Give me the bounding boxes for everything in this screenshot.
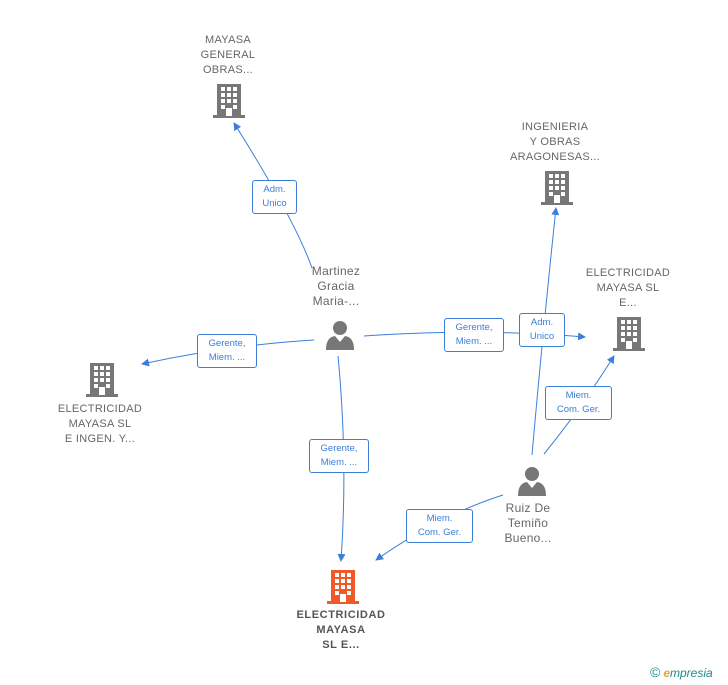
edge-label-martinez-elec-main[interactable]: Gerente, Miem. ...	[309, 439, 369, 473]
label-line: Temiño	[507, 516, 549, 530]
edge-label-line: Adm.	[263, 184, 286, 195]
edge-label-ruiz-elec-right[interactable]: Miem. Com. Ger.	[545, 386, 612, 420]
copyright-symbol: ©	[650, 664, 661, 680]
edge-label-line: Gerente,	[320, 443, 358, 454]
edge-label-line: Miem. ...	[455, 336, 493, 347]
edge-label-line: Miem.	[565, 390, 592, 401]
edge-label-martinez-elec-left[interactable]: Gerente, Miem. ...	[197, 334, 257, 368]
edge-label-martinez-elec-right[interactable]: Gerente, Miem. ...	[444, 318, 504, 352]
brand-name: mpresia	[670, 666, 713, 680]
building-icon-ingenieria[interactable]	[541, 171, 573, 205]
label-line: MAYASA SL	[596, 282, 660, 294]
edge-label-line: Unico	[262, 198, 287, 209]
label-line: ARAGONESAS...	[509, 151, 601, 163]
edge-label-ruiz-ingenieria[interactable]: Adm. Unico	[519, 313, 565, 347]
building-icon-elec-main[interactable]	[327, 570, 359, 604]
building-icon-elec-right[interactable]	[613, 317, 645, 351]
label-line: ELECTRICIDAD	[585, 267, 671, 279]
edge-label-line: Miem. ...	[208, 352, 246, 363]
person-icon-ruiz[interactable]	[517, 466, 547, 496]
label-line: ELECTRICIDAD	[296, 609, 386, 621]
label-line: Y OBRAS	[529, 136, 581, 148]
label-line: E INGEN. Y...	[64, 433, 136, 445]
label-line: MAYASA SL	[68, 418, 132, 430]
edge-label-line: Adm.	[530, 317, 554, 328]
label-line: SL E...	[322, 639, 360, 651]
node-label-ingenieria[interactable]: INGENIERIA Y OBRAS ARAGONESAS...	[500, 120, 610, 165]
label-line: E...	[619, 297, 637, 309]
brand-logo: ©empresia	[650, 664, 713, 680]
node-label-ruiz[interactable]: Ruiz De Temiño Bueno...	[488, 501, 568, 546]
edge-label-line: Unico	[529, 331, 555, 342]
label-line: GENERAL	[200, 49, 256, 61]
node-label-martinez[interactable]: Martinez Gracia Maria-...	[296, 264, 376, 309]
label-line: Maria-...	[312, 294, 360, 308]
edge-label-ruiz-elec-main[interactable]: Miem. Com. Ger.	[406, 509, 473, 543]
person-icon-martinez[interactable]	[325, 320, 355, 350]
label-line: MAYASA	[316, 624, 366, 636]
node-label-elec-right[interactable]: ELECTRICIDAD MAYASA SL E...	[576, 266, 680, 311]
brand-initial: e	[663, 666, 671, 680]
label-line: INGENIERIA	[521, 121, 589, 133]
edge-label-line: Miem.	[426, 513, 453, 524]
node-label-elec-left[interactable]: ELECTRICIDAD MAYASA SL E INGEN. Y...	[45, 402, 155, 447]
edge-label-line: Miem. ...	[320, 457, 358, 468]
node-label-elec-main[interactable]: ELECTRICIDAD MAYASA SL E...	[283, 608, 399, 653]
edge-label-line: Com. Ger.	[556, 404, 601, 415]
label-line: OBRAS...	[202, 64, 254, 76]
building-icon-elec-left[interactable]	[86, 363, 118, 397]
edge-label-line: Gerente,	[208, 338, 246, 349]
label-line: Ruiz De	[505, 501, 551, 515]
label-line: Martinez	[311, 264, 361, 278]
label-line: Bueno...	[504, 531, 552, 545]
label-line: Gracia	[317, 279, 355, 293]
node-label-mayasa-general[interactable]: MAYASA GENERAL OBRAS...	[178, 33, 278, 78]
edge-label-line: Com. Ger.	[417, 527, 462, 538]
building-icon-mayasa-general[interactable]	[213, 84, 245, 118]
label-line: MAYASA	[204, 34, 251, 46]
label-line: ELECTRICIDAD	[57, 403, 143, 415]
edge-label-line: Gerente,	[455, 322, 493, 333]
edge-label-martinez-mayasa-general[interactable]: Adm. Unico	[252, 180, 297, 214]
